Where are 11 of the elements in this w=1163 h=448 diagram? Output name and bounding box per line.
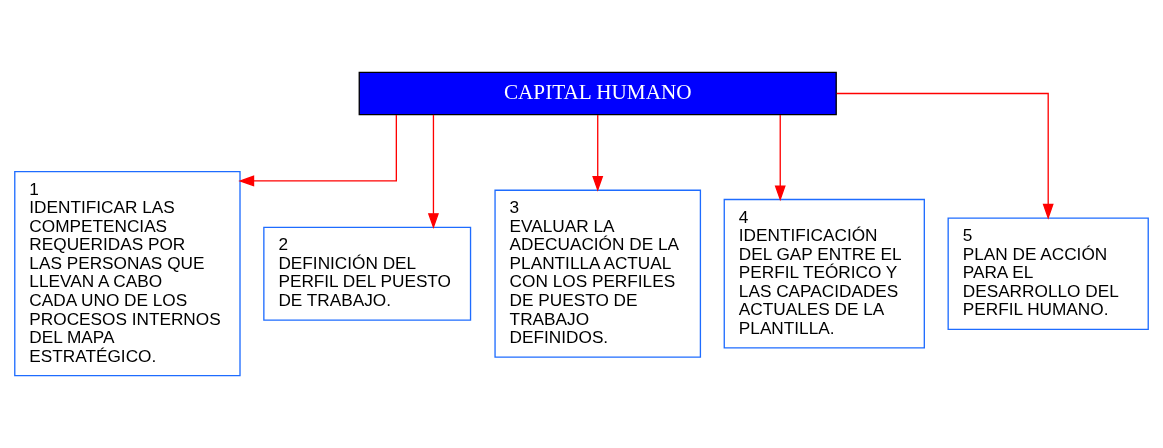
node-box: 5 PLAN DE ACCIÓN PARA EL DESARROLLO DEL PERFIL HUMANO. [947, 217, 1149, 330]
node-box: 2 DEFINICIÓN DEL PERFIL DEL PUESTO DE TRABAJO. [263, 226, 472, 321]
node-box: 1 IDENTIFICAR LAS COMPETENCIAS REQUERIDAS POR LAS PERSONAS QUE LLEVAN A CABO CADA UNO DE LOS PROCESOS INTERNOS DEL MAPA ESTRATÉGICO. [14, 171, 241, 377]
node-box: 4 IDENTIFICACIÓN DEL GAP ENTRE EL PERFIL TEÓRICO Y LAS CAPACIDADES ACTUALES DE LA PLANTILLA. [723, 198, 925, 349]
node-box: CAPITAL HUMANO [358, 71, 837, 116]
arrow [774, 114, 786, 202]
arrow [592, 114, 604, 192]
arrow [836, 92, 1054, 220]
arrow [238, 114, 397, 187]
node-box: 3 EVALUAR LA ADECUACIÓN DE LA PLANTILLA ACTUAL CON LOS PERFILES DE PUESTO DE TRABAJO DEFINIDOS. [494, 189, 702, 358]
arrow [427, 114, 439, 230]
